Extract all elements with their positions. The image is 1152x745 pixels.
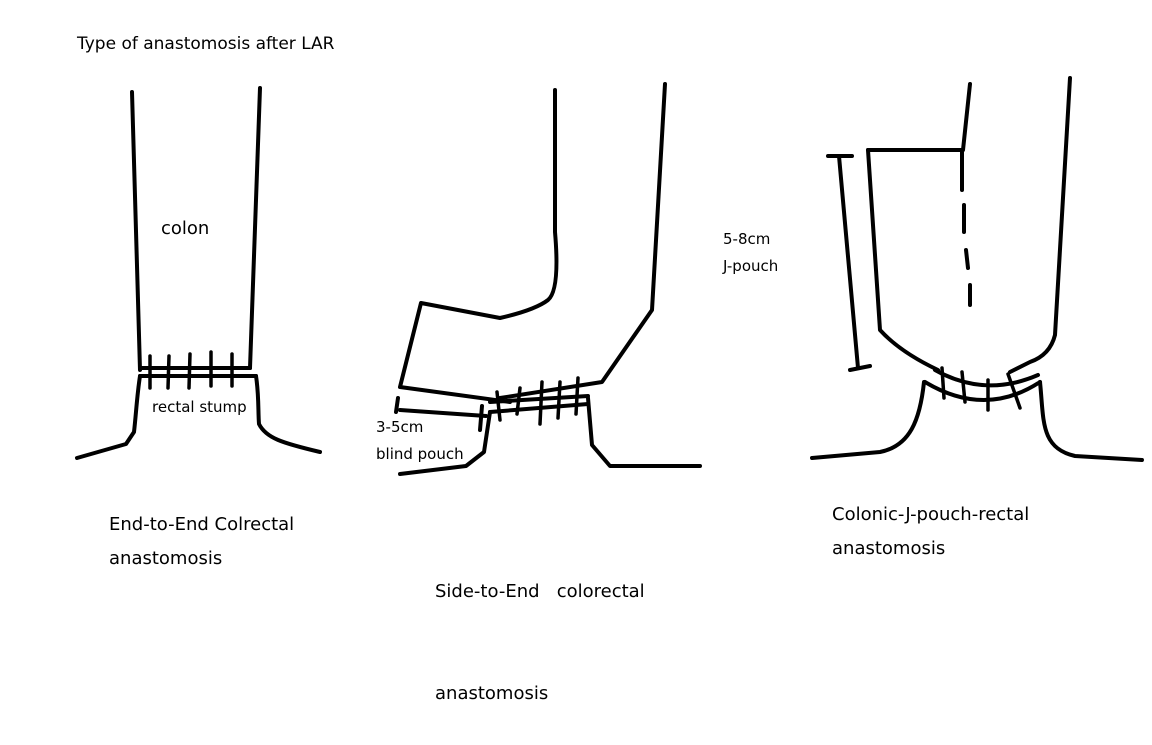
anastomosis-line-upper	[933, 368, 1040, 388]
j-pouch-label: J-pouch	[723, 257, 779, 275]
side-to-end-caption: Side-to-End colorectal anastomosis	[435, 507, 645, 745]
rectum-left-wall	[810, 380, 926, 460]
side-to-end-drawing	[394, 82, 702, 476]
j-pouch-length-label: 5-8cm	[723, 230, 771, 248]
blind-pouch-length-marker	[394, 396, 488, 432]
anastomosis-line-lower	[488, 402, 590, 414]
colon-label: colon	[161, 218, 210, 239]
pouch-left-wall	[866, 82, 972, 152]
anastomosis-line-upper	[488, 394, 590, 404]
j-pouch-drawing	[810, 76, 1144, 462]
rectum-right-wall	[1038, 380, 1144, 462]
end-to-end-caption: End-to-End Colrectal anastomosis	[109, 508, 294, 576]
diagram-title: Type of anastomosis after LAR	[77, 34, 335, 54]
rectum-right-wall	[586, 396, 702, 468]
pouch-outer-right	[1008, 76, 1072, 374]
caption-line-1: End-to-End Colrectal	[109, 514, 295, 535]
colon-right-wall	[498, 82, 667, 400]
caption-line-1: Side-to-End colorectal	[435, 581, 645, 602]
end-to-end-drawing	[75, 86, 322, 460]
colon-right-wall	[248, 86, 262, 370]
colon-left-wall	[398, 88, 559, 404]
anastomosis-line-lower	[923, 380, 1042, 402]
rectum-left-wall	[398, 410, 492, 476]
colon-left-wall	[130, 90, 142, 372]
j-pouch-caption: Colonic-J-pouch-rectal anastomosis	[832, 498, 1029, 566]
caption-line-2: anastomosis	[109, 548, 223, 569]
caption-line-1: Colonic-J-pouch-rectal	[832, 504, 1030, 525]
rectal-stump-label: rectal stump	[152, 398, 247, 416]
staple-marks	[495, 376, 580, 426]
caption-line-2: anastomosis	[832, 538, 946, 559]
rectal-stump-right-wall	[254, 374, 322, 454]
staple-marks	[148, 350, 234, 390]
blind-pouch-length-label: 3-5cm	[376, 418, 424, 436]
caption-line-2: anastomosis	[435, 683, 549, 704]
blind-pouch-label: blind pouch	[376, 445, 464, 463]
staple-marks	[940, 366, 1022, 412]
anastomosis-diagram	[75, 76, 1144, 476]
rectal-stump-left-wall	[75, 374, 142, 460]
pouch-outer-left	[866, 148, 940, 372]
j-pouch-length-marker	[826, 154, 872, 372]
pouch-septum-dashed	[960, 148, 972, 307]
